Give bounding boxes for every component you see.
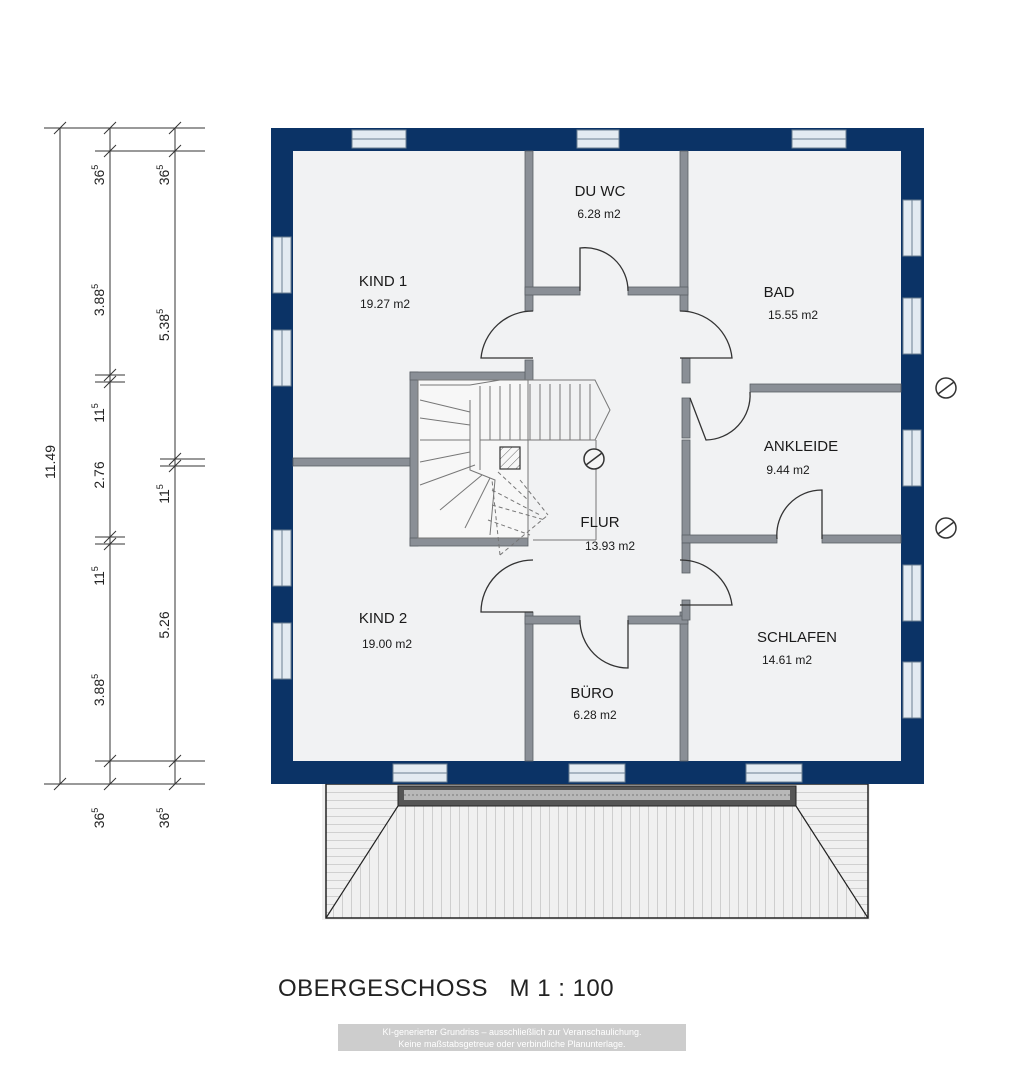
- disclaimer-badge: KI-generierter Grundriss – ausschließlic…: [338, 1024, 686, 1051]
- dim-label: 115: [90, 403, 107, 423]
- room-name-bad: BAD: [764, 284, 795, 301]
- dim-label: 5.385: [155, 309, 172, 341]
- windows: [272, 129, 922, 783]
- downpipe-icon: [935, 517, 957, 539]
- room-area-ankleide: 9.44 m2: [766, 463, 810, 477]
- downpipe-icon: [935, 377, 957, 399]
- room-name-schlafen: SCHLAFEN: [757, 629, 837, 646]
- interior-walls: [292, 150, 902, 762]
- plan-title: OBERGESCHOSS M 1 : 100: [278, 975, 614, 1002]
- dim-total: 11.49: [42, 445, 58, 479]
- chimney: [499, 446, 521, 470]
- dimension-lines: [44, 121, 205, 791]
- dim-col1: 365 3.885 115 2.76 115 3.885 365: [90, 165, 107, 829]
- room-name-du-wc: DU WC: [575, 183, 626, 200]
- dim-label: 365: [155, 165, 172, 186]
- room-area-du-wc: 6.28 m2: [577, 207, 621, 221]
- staircase: [417, 379, 611, 556]
- room-name-flur: FLUR: [580, 514, 619, 531]
- dim-label: 2.76: [91, 461, 107, 488]
- room-name-kind2: KIND 2: [359, 610, 407, 627]
- dim-label: 115: [155, 484, 172, 504]
- room-name-ankleide: ANKLEIDE: [764, 438, 838, 455]
- dim-label: 3.885: [90, 284, 107, 316]
- dim-label: 365: [90, 808, 107, 829]
- dim-label: 365: [155, 808, 172, 829]
- doors: [480, 247, 823, 669]
- room-area-flur: 13.93 m2: [585, 539, 635, 553]
- room-name-kind1: KIND 1: [359, 273, 407, 290]
- dim-label: 365: [90, 165, 107, 186]
- room-area-buero: 6.28 m2: [573, 708, 617, 722]
- roof-overhang: [322, 783, 870, 920]
- dim-label: 3.885: [90, 674, 107, 706]
- dim-label: 115: [90, 566, 107, 586]
- disclaimer-line2: Keine maßstabsgetreue oder verbindliche …: [398, 1039, 625, 1049]
- disclaimer-line1: KI-generierter Grundriss – ausschließlic…: [382, 1027, 641, 1037]
- dim-col2: 365 5.385 115 5.26 365: [155, 165, 172, 829]
- dim-label: 5.26: [156, 611, 172, 638]
- room-area-kind2: 19.00 m2: [362, 637, 412, 651]
- room-name-buero: BÜRO: [570, 684, 613, 702]
- room-labels: KIND 1 19.27 m2 DU WC 6.28 m2 BAD 15.55 …: [359, 183, 838, 722]
- room-area-kind1: 19.27 m2: [360, 297, 410, 311]
- room-area-bad: 15.55 m2: [768, 308, 818, 322]
- room-area-schlafen: 14.61 m2: [762, 653, 812, 667]
- stair-post-icon: [583, 448, 605, 470]
